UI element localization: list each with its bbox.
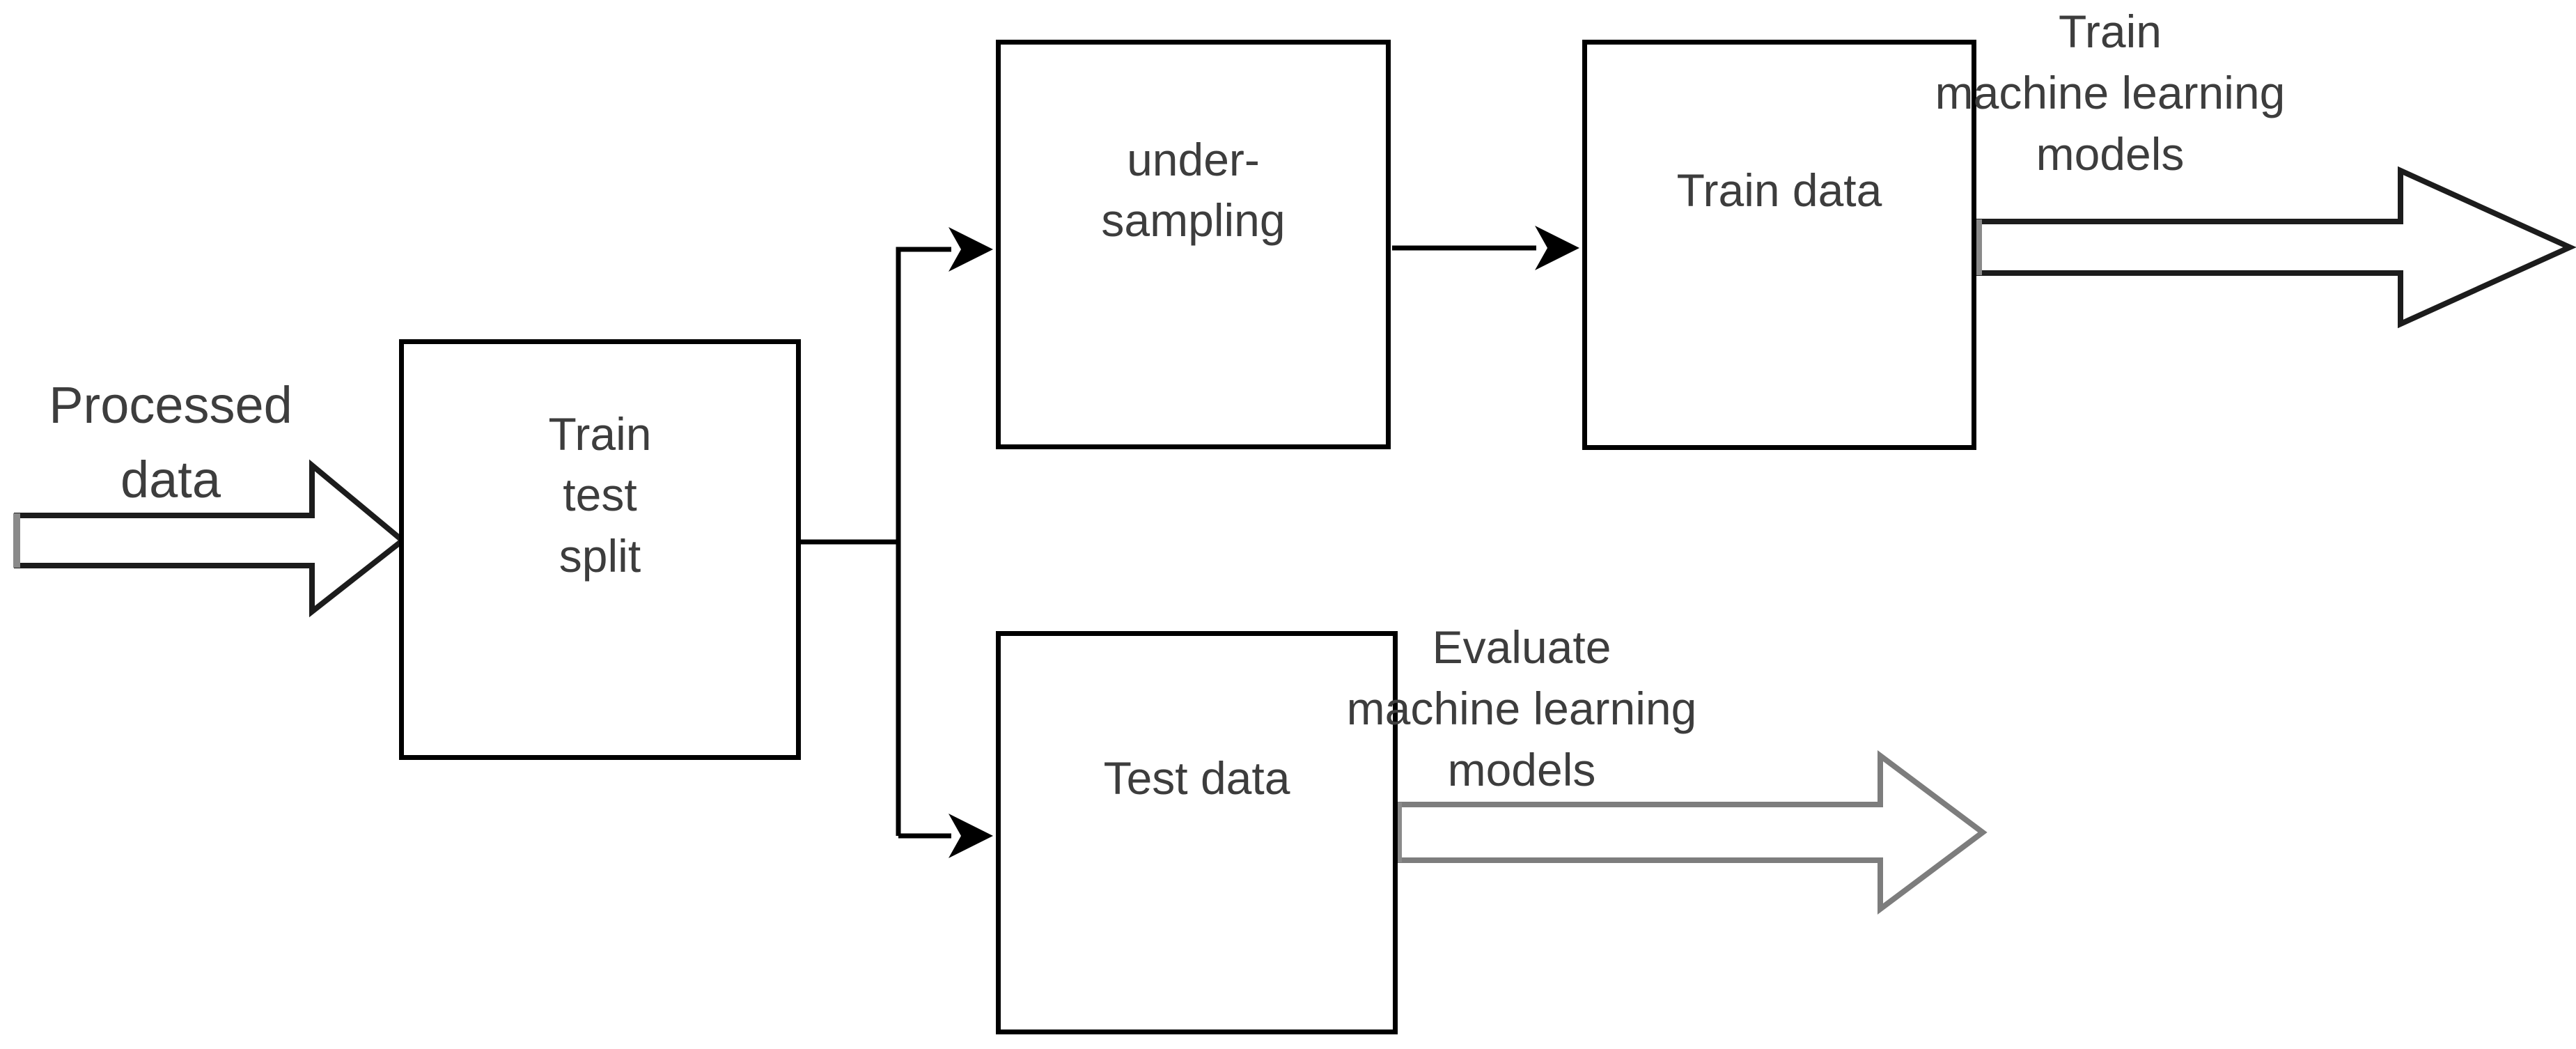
node-undersampling: under- sampling [996, 40, 1391, 449]
undersampling-to-traindata-arrowhead [1535, 226, 1579, 270]
evaluate-models-arrow [1395, 750, 1988, 915]
train-models-arrow [1975, 166, 2576, 329]
branch-to-testdata-arrowhead [949, 814, 993, 858]
label-train-models: Train machine learning models [1935, 6, 2286, 180]
node-train-test-split-label: Train test split [548, 408, 652, 582]
label-processed-data: Processed data [49, 376, 292, 509]
node-undersampling-label: under- sampling [1101, 133, 1286, 246]
node-test-data: Test data [996, 631, 1398, 1034]
label-evaluate-models: Evaluate machine learning models [1346, 621, 1697, 795]
node-test-data-label: Test data [1103, 752, 1290, 804]
processed-data-arrow [14, 459, 407, 618]
node-train-test-split: Train test split [399, 339, 801, 760]
branch-to-undersampling-arrowhead [949, 227, 993, 272]
node-train-data-label: Train data [1676, 164, 1882, 216]
node-train-data: Train data [1582, 40, 1976, 450]
branch-line [896, 247, 951, 836]
